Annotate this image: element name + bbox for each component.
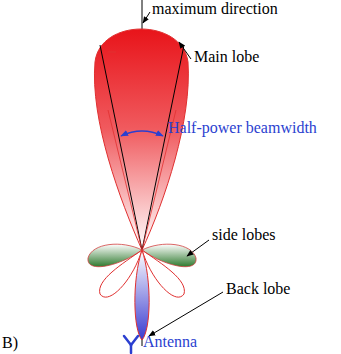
leader-line: [179, 42, 191, 59]
leader-line: [143, 12, 150, 23]
part-label: side lobes: [212, 226, 276, 244]
unit-label: B): [2, 334, 18, 352]
antenna-symbol: [124, 336, 138, 353]
antenna-label: Antenna: [143, 333, 197, 351]
beam-edge-line: [142, 45, 184, 250]
main-lobe: [94, 29, 188, 250]
leader-line: [187, 240, 209, 256]
beam-edge-line: [100, 45, 142, 250]
beamwidth-label: Half-power beamwidth: [168, 119, 317, 137]
beamwidth-arc: [121, 131, 163, 136]
tick-mark: [108, 52, 116, 53]
part-label: Main lobe: [194, 48, 259, 66]
back-lobe: [135, 250, 149, 340]
part-label: Back lobe: [226, 280, 290, 298]
leader-line: [149, 292, 223, 336]
direction-label: maximum direction: [152, 0, 278, 18]
